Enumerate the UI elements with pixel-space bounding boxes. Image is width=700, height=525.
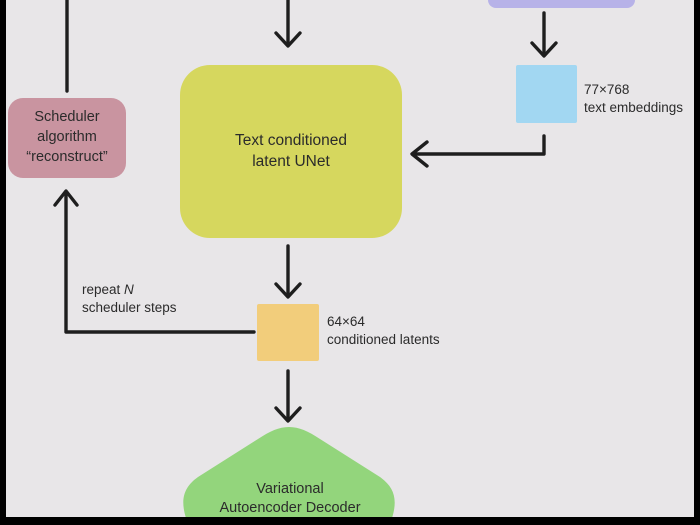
unet-node: Text conditioned latent UNet bbox=[180, 65, 402, 238]
repeat-steps-line1: repeat N bbox=[82, 281, 177, 299]
scheduler-label-line3: “reconstruct” bbox=[26, 149, 108, 165]
text-embeddings-label: 77×768 text embeddings bbox=[584, 81, 683, 117]
right-letterbox-bar bbox=[694, 0, 700, 525]
conditioned-latents-size: 64×64 bbox=[327, 314, 365, 329]
scheduler-label-line1: Scheduler bbox=[34, 109, 100, 125]
conditioned-latents-square bbox=[257, 304, 319, 361]
vae-decoder-label: Variational Autoencoder Decoder bbox=[188, 480, 392, 518]
scheduler-node: Scheduler algorithm “reconstruct” bbox=[8, 98, 126, 178]
bottom-letterbox-bar bbox=[0, 517, 700, 525]
left-letterbox-bar bbox=[0, 0, 6, 525]
vae-decoder-blob bbox=[183, 427, 395, 518]
scheduler-label-line2: algorithm bbox=[37, 129, 97, 145]
repeat-steps-line2: scheduler steps bbox=[82, 300, 177, 315]
unet-label-line2: latent UNet bbox=[252, 153, 330, 170]
unet-label-line1: Text conditioned bbox=[234, 132, 348, 149]
vae-label-line2: Autoencoder Decoder bbox=[219, 500, 361, 516]
conditioned-latents-caption: conditioned latents bbox=[327, 332, 440, 347]
text-embeddings-caption: text embeddings bbox=[584, 100, 684, 115]
vae-label-line1: Variational bbox=[256, 481, 324, 497]
repeat-n-variable: N bbox=[124, 282, 134, 297]
text-embeddings-size: 77×768 bbox=[584, 82, 630, 97]
repeat-steps-annotation: repeat N scheduler steps bbox=[82, 281, 177, 317]
conditioned-latents-label: 64×64 conditioned latents bbox=[327, 313, 440, 349]
text-encoder-box-fragment bbox=[488, 0, 635, 8]
text-embeddings-square bbox=[516, 65, 577, 123]
repeat-prefix: repeat bbox=[82, 282, 125, 297]
